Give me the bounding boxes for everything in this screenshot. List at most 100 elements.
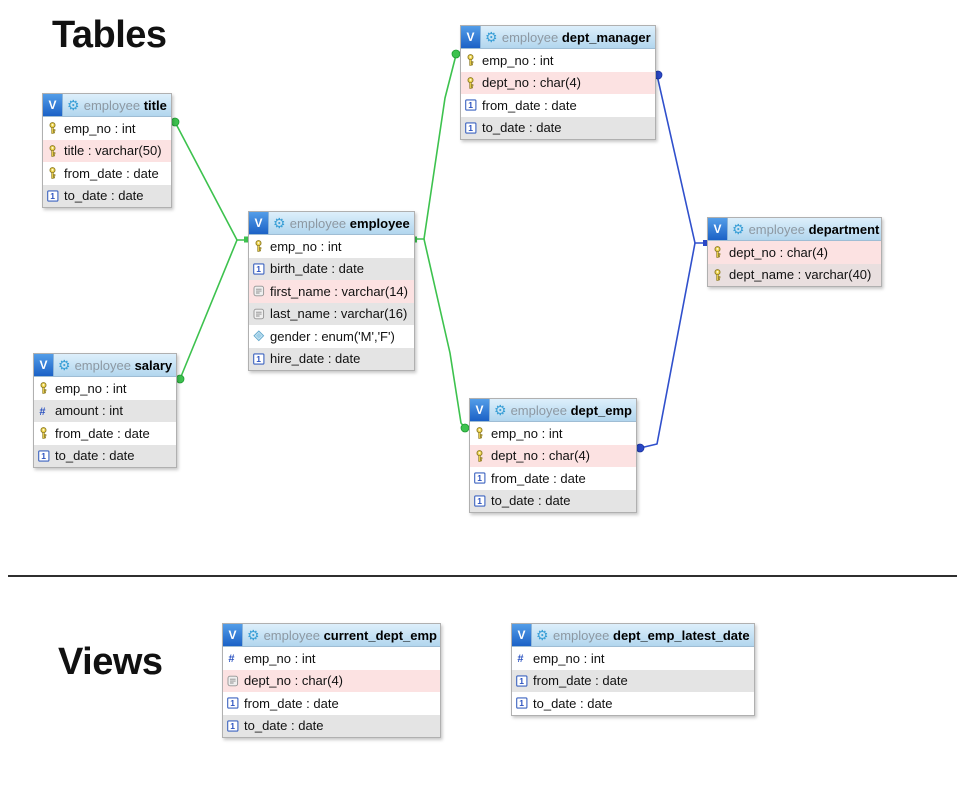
table-salary[interactable]: V ⚙ employee salary emp_no : int amount … [33,353,177,468]
view-badge-icon: V [512,624,532,646]
relationship-deptmanager-department [656,74,707,244]
field-row[interactable]: dept_no : char(4) [223,669,440,692]
table-name: current_dept_emp [323,627,437,643]
section-title-views: Views [58,641,163,683]
field-label: hire_date : date [270,351,361,367]
text-icon [227,675,239,686]
key-icon [714,246,721,259]
section-divider [8,575,957,577]
date-icon [47,190,59,202]
schema-name: employee [510,402,567,418]
field-label: emp_no : int [482,52,554,68]
field-row[interactable]: from_date : date [223,692,440,715]
field-label: gender : enum('M','F') [270,328,395,344]
field-row[interactable]: to_date : date [512,692,754,715]
field-row[interactable]: dept_no : char(4) [708,241,881,264]
date-icon [253,263,265,275]
table-header[interactable]: V ⚙ employee dept_emp_latest_date [512,624,754,647]
field-row[interactable]: emp_no : int [461,49,655,72]
field-row[interactable]: to_date : date [470,489,636,512]
table-name: department [808,221,880,237]
schema-name: employee [289,215,347,231]
field-label: emp_no : int [533,650,605,666]
field-row[interactable]: from_date : date [34,422,176,445]
field-label: emp_no : int [244,650,316,666]
field-row[interactable]: from_date : date [43,162,171,185]
table-header[interactable]: V ⚙ employee title [43,94,171,117]
relationship-deptemp-employee [423,238,466,429]
table-dept-emp[interactable]: V ⚙ employee dept_emp emp_no : int dept_… [469,398,637,513]
table-name: employee [349,215,410,231]
field-row[interactable]: gender : enum('M','F') [249,325,414,348]
field-row[interactable]: dept_no : char(4) [470,444,636,467]
view-current-dept-emp[interactable]: V ⚙ employee current_dept_emp emp_no : i… [222,623,441,738]
table-employee[interactable]: V ⚙ employee employee emp_no : int birth… [248,211,415,371]
field-label: title : varchar(50) [64,143,162,159]
table-header[interactable]: V ⚙ employee department [708,218,881,241]
field-row[interactable]: from_date : date [461,94,655,117]
table-title[interactable]: V ⚙ employee title emp_no : int title : … [42,93,172,208]
date-icon [227,720,239,732]
field-row[interactable]: to_date : date [223,714,440,737]
field-label: from_date : date [482,97,577,113]
view-badge-icon: V [223,624,243,646]
field-row[interactable]: to_date : date [34,444,176,467]
connector-dot [170,117,180,127]
hash-icon [39,405,46,417]
relationship-title-employee [174,121,248,241]
table-department[interactable]: V ⚙ employee department dept_no : char(4… [707,217,882,287]
connector-dot [175,374,185,384]
enum-icon [253,330,265,342]
field-row[interactable]: first_name : varchar(14) [249,280,414,303]
table-name: dept_emp [570,402,632,418]
table-name: dept_manager [561,29,651,45]
field-row[interactable]: dept_name : varchar(40) [708,263,881,286]
field-label: emp_no : int [270,238,342,254]
field-row[interactable]: emp_no : int [249,235,414,258]
table-header[interactable]: V ⚙ employee salary [34,354,176,377]
view-badge-icon: V [43,94,63,116]
field-label: from_date : date [533,673,628,689]
field-label: to_date : date [244,718,324,734]
hash-icon [517,653,524,665]
field-label: from_date : date [491,470,586,486]
field-row[interactable]: to_date : date [43,184,171,207]
field-row[interactable]: emp_no : int [512,647,754,670]
field-row[interactable]: title : varchar(50) [43,139,171,162]
schema-name: employee [263,627,320,643]
field-row[interactable]: emp_no : int [470,422,636,445]
table-header[interactable]: V ⚙ employee current_dept_emp [223,624,440,647]
field-row[interactable]: emp_no : int [34,377,176,400]
section-title-tables: Tables [52,14,167,56]
field-label: dept_no : char(4) [482,75,582,91]
connector-dot [635,443,645,453]
field-label: dept_no : char(4) [729,244,829,260]
table-name: dept_emp_latest_date [613,627,750,643]
table-header[interactable]: V ⚙ employee dept_manager [461,26,655,49]
table-dept-manager[interactable]: V ⚙ employee dept_manager emp_no : int d… [460,25,656,140]
field-label: dept_no : char(4) [244,673,344,689]
field-row[interactable]: last_name : varchar(16) [249,302,414,325]
field-row[interactable]: hire_date : date [249,347,414,370]
schema-name: employee [553,627,610,643]
table-header[interactable]: V ⚙ employee employee [249,212,414,235]
field-label: from_date : date [64,165,159,181]
key-icon [40,382,47,395]
field-row[interactable]: emp_no : int [223,647,440,670]
key-icon [467,54,474,67]
field-label: to_date : date [55,448,135,464]
field-row[interactable]: from_date : date [470,467,636,490]
view-dept-emp-latest-date[interactable]: V ⚙ employee dept_emp_latest_date emp_no… [511,623,755,716]
table-name: title [143,97,167,113]
table-header[interactable]: V ⚙ employee dept_emp [470,399,636,422]
field-row[interactable]: amount : int [34,399,176,422]
gear-icon: ⚙ [536,627,549,643]
date-icon [253,353,265,365]
field-row[interactable]: emp_no : int [43,117,171,140]
field-row[interactable]: dept_no : char(4) [461,71,655,94]
schema-name: employee [748,221,805,237]
date-icon [516,675,528,687]
field-row[interactable]: from_date : date [512,669,754,692]
field-row[interactable]: birth_date : date [249,257,414,280]
field-row[interactable]: to_date : date [461,116,655,139]
